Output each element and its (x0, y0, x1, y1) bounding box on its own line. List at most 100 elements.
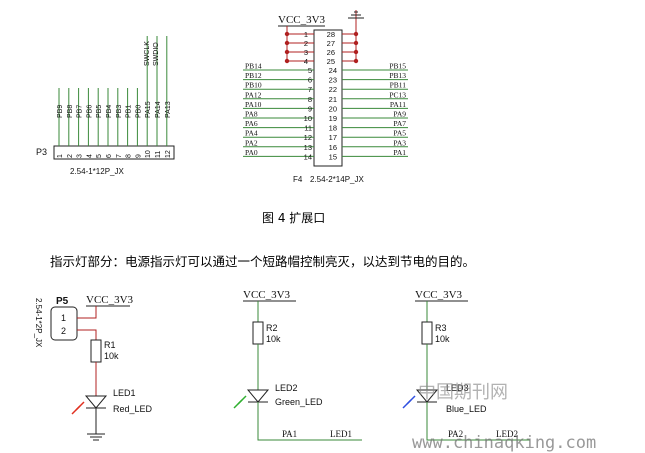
f4-left-signal-label: PB14 (245, 62, 262, 71)
watermark: 中国期刊网 www.chinaqking.com (412, 382, 596, 453)
p3-signal-label: PB8 (67, 105, 74, 118)
p3-signal-label: PB6 (86, 105, 93, 118)
f4-power-label: VCC_3V3 (278, 14, 326, 26)
f4-left-signal-label: PA2 (245, 138, 258, 147)
f4-pin-number-left: 13 (304, 143, 312, 152)
p3-pin-number: 12 (165, 150, 172, 158)
f4-right-signal-label: PA7 (393, 119, 406, 128)
p3-designator: P3 (36, 147, 47, 157)
p3-pin-number: 9 (135, 154, 142, 158)
watermark-cn: 中国期刊网 (418, 382, 508, 403)
p3-signal-label: PA13 (165, 101, 172, 118)
p3-signal-label: PB9 (57, 105, 64, 118)
led1-color-label: Red_LED (113, 404, 153, 414)
led3-symbol (415, 389, 439, 403)
led3-label: LED3 (446, 383, 469, 393)
red-wire-mid (77, 329, 97, 340)
p3-signal-label: PB4 (106, 105, 113, 118)
led1-light-arrows (71, 401, 85, 415)
p3-pin-number: 10 (145, 150, 152, 158)
blue-power-label: VCC_3V3 (415, 289, 463, 301)
f4-left-signal-label: PA4 (245, 129, 258, 138)
watermark-url: www.chinaqking.com (412, 433, 596, 453)
f4-pin-number-right: 17 (329, 133, 337, 142)
f4-part: 2.54-2*14P_JX (310, 175, 364, 184)
r3-resistor (421, 321, 433, 345)
figure-caption: 图 4 扩展口 (262, 211, 325, 225)
f4-right-signal-label: PC13 (389, 90, 406, 99)
led3-light-arrows (402, 395, 416, 409)
p3-signal-label: PB3 (116, 105, 123, 118)
f4-left-signal-label: PA12 (245, 90, 262, 99)
f4-junction-dot (353, 31, 359, 37)
f4-pin-number-right: 19 (329, 114, 337, 123)
f4-pin-number-right: 23 (329, 76, 337, 85)
r3-value: 10k (435, 334, 450, 344)
p3-pin-number: 5 (96, 154, 103, 158)
p3-label-swdio: SWDIO (153, 42, 160, 66)
f4-pin-number-left: 8 (308, 95, 312, 104)
f4-pin-number-right: 22 (329, 85, 337, 94)
green-wire-net (257, 402, 362, 441)
f4-pin-number-left: 4 (304, 57, 308, 66)
green-led-circuit: VCC_3V3 R2 10k LED2 Green_LED PA1 LED1 (233, 289, 362, 441)
led1-symbol (84, 395, 108, 409)
f4-right-signal-label: PA9 (393, 110, 406, 119)
f4-junction-dot (353, 49, 359, 55)
indicator-paragraph: 指示灯部分：电源指示灯可以通过一个短路帽控制亮灭，以达到节电的目的。 (50, 254, 475, 269)
r2-resistor (252, 321, 264, 345)
red-led-circuit: 2.54-1*2P_JX P5 1 2 VCC_3V3 R1 10k LED1 … (34, 294, 153, 441)
led3-color-label: Blue_LED (446, 404, 487, 414)
green-net-pa1: PA1 (282, 429, 297, 439)
f4-pin-number-left: 10 (304, 114, 312, 123)
led2-symbol (246, 389, 270, 403)
r1-resistor (90, 339, 102, 363)
f4-right-signal-label: PA3 (393, 138, 406, 147)
blue-net-label: LED2 (496, 429, 518, 439)
f4-pin-number-left: 3 (304, 48, 308, 57)
p3-pin-number: 2 (67, 154, 74, 158)
f4-pin-number-left: 11 (304, 124, 312, 133)
f4-left-signal-label: PA6 (245, 119, 258, 128)
blue-wire-net (426, 402, 530, 441)
f4-pin-number-left: 1 (304, 30, 308, 39)
f4-pin-number-left: 2 (304, 39, 308, 48)
p5-part: 2.54-1*2P_JX (34, 298, 43, 348)
f4-pin-number-right: 18 (329, 124, 337, 133)
f4-left-signal-label: PB10 (245, 81, 262, 90)
p3-pin-number: 3 (77, 154, 84, 158)
p3-body (53, 145, 175, 160)
f4-pin-number-left: 9 (308, 104, 312, 113)
led1-label: LED1 (113, 388, 136, 398)
f4-pin-number-right: 25 (327, 57, 335, 66)
p3-signal-label: PB0 (135, 105, 142, 118)
green-net-label: LED1 (330, 429, 352, 439)
f4-pin-number-left: 14 (304, 152, 312, 161)
p5-body (50, 306, 78, 341)
p3-pin-number: 11 (155, 151, 162, 158)
p3-part: 2.54-1*12P_JX (70, 167, 124, 176)
p3-pin-number: 4 (86, 154, 93, 158)
r1-value: 10k (104, 351, 119, 361)
p3-pin-number: 1 (57, 154, 64, 158)
f4-pin-number-right: 20 (329, 104, 337, 113)
f4-right-signal-label: PB15 (389, 62, 406, 71)
f4-pin-number-right: 16 (329, 143, 337, 152)
p3-pin-number: 7 (116, 154, 123, 158)
f4-pin-number-right: 26 (327, 48, 335, 57)
p3-signal-label: PB5 (96, 105, 103, 118)
f4-junction-dot (284, 31, 290, 37)
p5-pin-2: 2 (61, 326, 66, 336)
f4-junction-dot (284, 49, 290, 55)
r2-value: 10k (266, 334, 281, 344)
f4-junction-dot (284, 40, 290, 46)
f4-left-signal-label: PA10 (245, 100, 262, 109)
f4-junction-dot (353, 58, 359, 64)
f4-designator: F4 (293, 175, 303, 184)
p3-signal-label: PA14 (155, 101, 162, 118)
f4-right-signal-label: PB11 (390, 81, 407, 90)
f4-pin-number-right: 28 (327, 30, 335, 39)
f4-right-signal-label: PA11 (390, 100, 406, 109)
